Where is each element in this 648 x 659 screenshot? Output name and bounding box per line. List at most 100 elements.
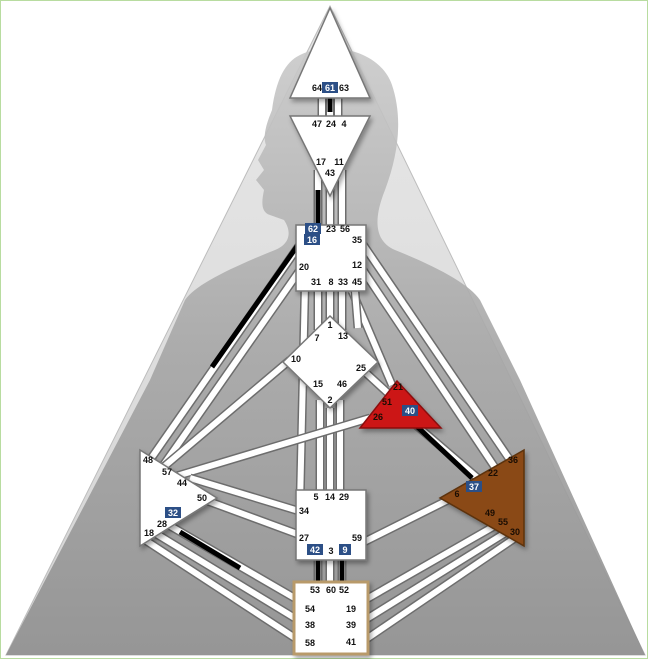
channel: [297, 284, 308, 506]
gate-badge: [402, 405, 418, 416]
gate-label-52: 52: [339, 585, 349, 595]
head-center: [288, 6, 372, 99]
gate-label-23: 23: [326, 224, 336, 234]
gate-label-6: 6: [454, 489, 459, 499]
channel: [360, 268, 503, 477]
gate-label-46: 46: [337, 379, 347, 389]
gate-label-1: 1: [327, 320, 332, 330]
channel: [363, 527, 512, 623]
gate-label-44: 44: [177, 478, 187, 488]
channel: [148, 527, 300, 623]
ego-center: [358, 379, 443, 429]
gate-label-39: 39: [346, 620, 356, 630]
channel: [352, 290, 361, 329]
channels: [142, 98, 518, 644]
gate-badge: [322, 82, 338, 93]
gate-label-27: 27: [299, 533, 309, 543]
gate-badge: [165, 507, 181, 518]
gate-label-8: 8: [328, 277, 333, 287]
gate-label-3: 3: [328, 546, 333, 556]
gate-label-17: 17: [316, 157, 326, 167]
gate-label-53: 53: [310, 585, 320, 595]
gate-label-11: 11: [334, 157, 344, 167]
gate-label-41: 41: [346, 637, 356, 647]
gate-label-14: 14: [325, 492, 335, 502]
gate-label-43: 43: [325, 168, 335, 178]
gate-label-45: 45: [352, 277, 362, 287]
gate-label-20: 20: [299, 262, 309, 272]
gate-badge: [466, 481, 482, 492]
gate-label-32: 32: [168, 508, 178, 518]
gate-label-51: 51: [382, 397, 392, 407]
gate-label-15: 15: [313, 379, 323, 389]
gate-label-29: 29: [339, 492, 349, 502]
gate-label-33: 33: [338, 277, 348, 287]
channel: [143, 537, 300, 643]
gate-label-9: 9: [342, 545, 347, 555]
gate-label-35: 35: [352, 235, 362, 245]
gate-badge: [339, 544, 351, 555]
gate-label-7: 7: [314, 333, 319, 343]
gate-label-24: 24: [326, 119, 336, 129]
gate-label-63: 63: [339, 83, 349, 93]
gate-label-2: 2: [327, 395, 332, 405]
gate-label-36: 36: [508, 455, 518, 465]
gate-label-62: 62: [308, 224, 318, 234]
gate-label-55: 55: [498, 517, 508, 527]
gate-label-37: 37: [469, 482, 479, 492]
gate-label-59: 59: [352, 533, 362, 543]
gate-label-18: 18: [144, 528, 154, 538]
gate-label-10: 10: [291, 354, 301, 364]
gate-label-19: 19: [346, 604, 356, 614]
gate-label-16: 16: [307, 235, 317, 245]
channel: [203, 497, 302, 538]
active-channel: [408, 418, 474, 480]
channel: [362, 495, 454, 545]
gate-label-28: 28: [157, 519, 167, 529]
gate-label-22: 22: [488, 468, 498, 478]
root-center: [292, 580, 370, 656]
solar-plexus-center: [438, 448, 525, 548]
gate-label-49: 49: [485, 508, 495, 518]
gate-label-61: 61: [325, 83, 335, 93]
gate-label-21: 21: [393, 382, 403, 392]
gate-badge: [305, 223, 321, 234]
gate-label-5: 5: [313, 492, 318, 502]
gate-badge: [304, 234, 320, 245]
gate-label-30: 30: [510, 527, 520, 537]
channel: [158, 357, 292, 473]
g-center: [281, 314, 380, 410]
active-channel: [209, 240, 303, 369]
gate-label-64: 64: [312, 83, 322, 93]
gate-label-26: 26: [373, 412, 383, 422]
channel: [157, 268, 303, 472]
gate-label-25: 25: [356, 363, 366, 373]
channel: [169, 415, 371, 481]
channel: [362, 369, 393, 398]
gate-label-54: 54: [305, 604, 315, 614]
gate-label-56: 56: [340, 224, 350, 234]
gate-label-31: 31: [311, 277, 321, 287]
gate-label-34: 34: [299, 506, 309, 516]
gate-label-48: 48: [143, 455, 153, 465]
throat-center: [295, 224, 367, 292]
active-channel: [178, 529, 242, 571]
gate-label-13: 13: [338, 331, 348, 341]
gate-label-57: 57: [162, 467, 172, 477]
channel: [357, 238, 513, 462]
channel: [363, 517, 507, 603]
gate-label-42: 42: [310, 545, 320, 555]
gate-badge: [307, 544, 323, 555]
channel: [189, 475, 303, 515]
gate-label-4: 4: [341, 119, 346, 129]
gate-label-47: 47: [312, 119, 322, 129]
gate-label-58: 58: [305, 638, 315, 648]
channel: [363, 535, 517, 643]
gate-label-60: 60: [326, 585, 336, 595]
spleen-center: [139, 448, 219, 548]
gate-label-12: 12: [352, 260, 362, 270]
ajna-center: [288, 115, 372, 198]
gate-label-50: 50: [197, 493, 207, 503]
